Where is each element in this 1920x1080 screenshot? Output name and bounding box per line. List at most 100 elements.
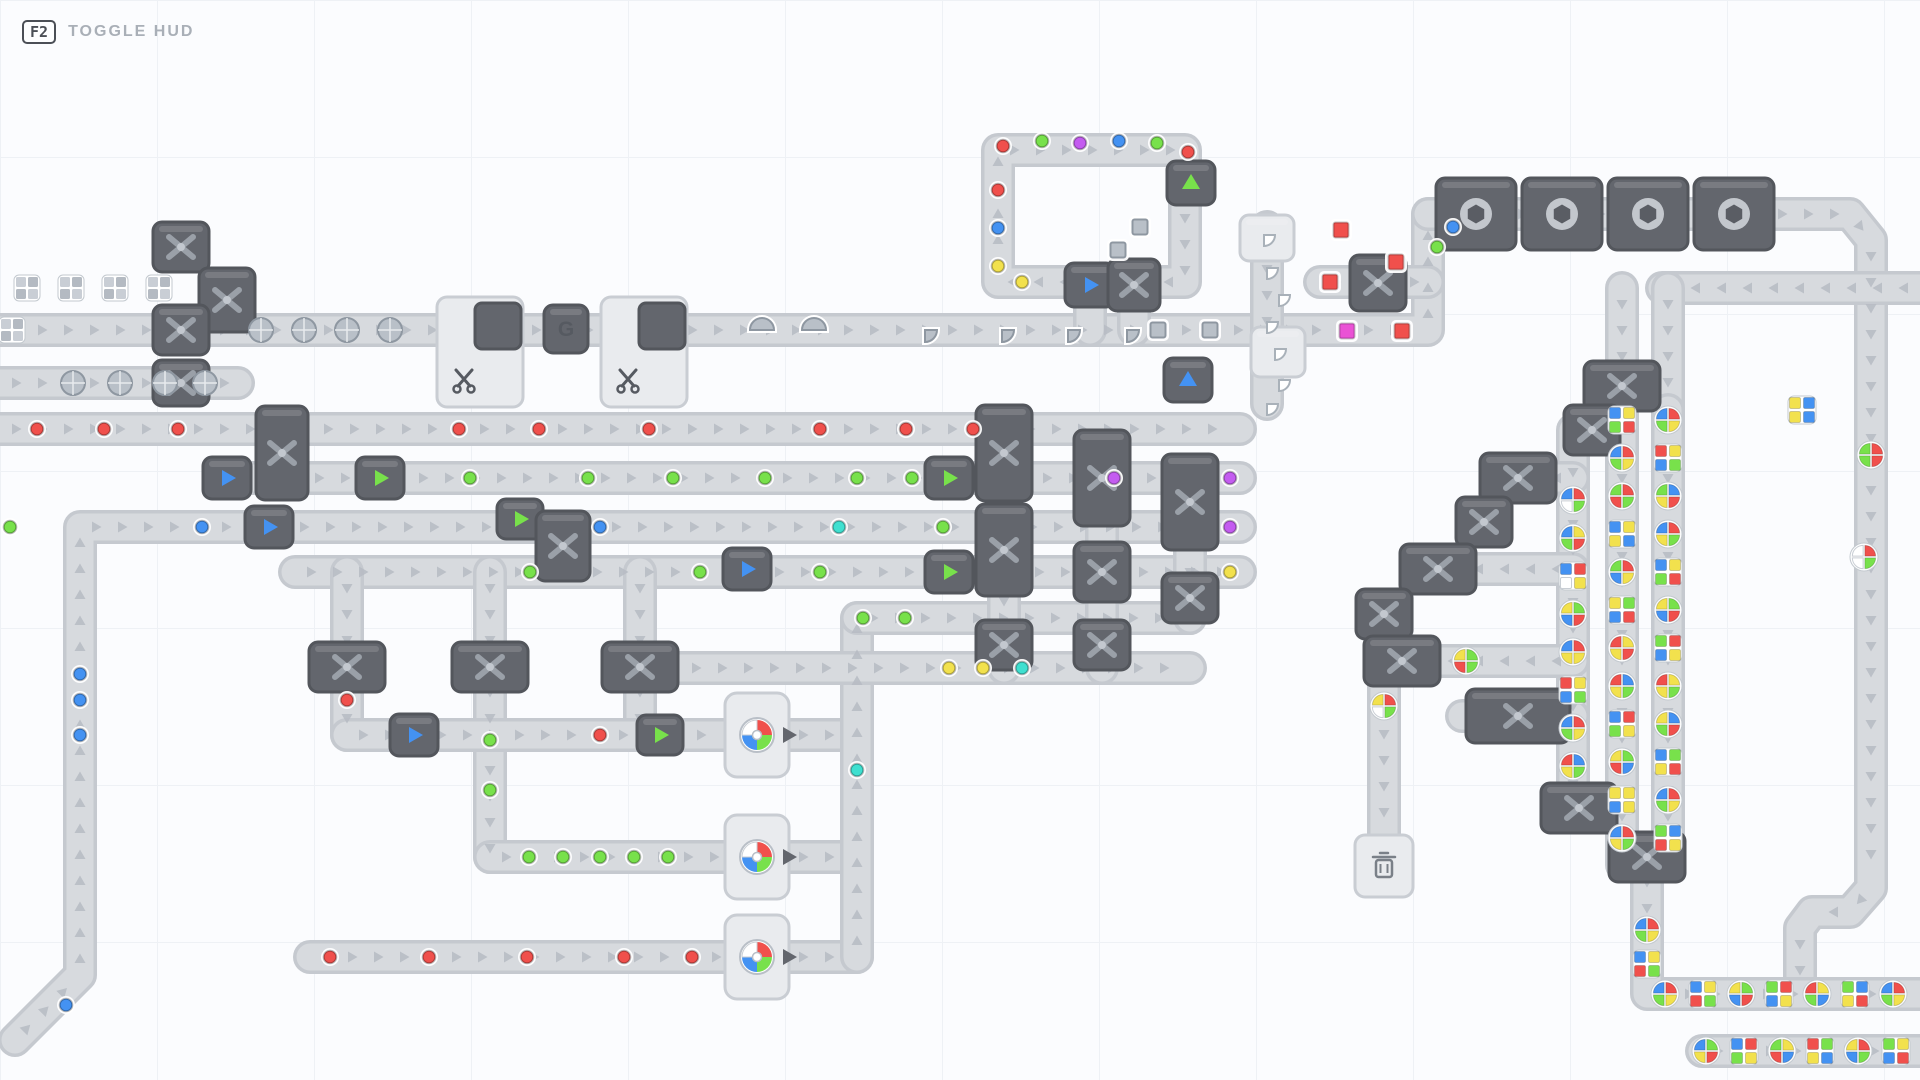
machine-balancer[interactable] [1160, 452, 1220, 552]
shape-item-s4 [1607, 595, 1637, 625]
shape-item-gem [1, 518, 19, 536]
machine-balancer[interactable] [1539, 781, 1619, 835]
belt-arrow [851, 649, 863, 659]
shape-item-c4 [1878, 979, 1908, 1009]
belt-arrow [851, 935, 863, 945]
machine-balancer[interactable] [534, 509, 592, 583]
machine-balancer[interactable] [1362, 634, 1442, 688]
belt-arrow [1865, 616, 1877, 626]
belt-arrow [974, 324, 984, 336]
machine-balancer[interactable] [974, 403, 1034, 503]
belt-arrow [170, 521, 180, 533]
machine-filter[interactable] [923, 549, 975, 595]
machine-painter[interactable] [1606, 176, 1690, 252]
machine-filter[interactable] [923, 455, 975, 501]
machine-balancer[interactable] [974, 502, 1034, 598]
belt-arrow [558, 423, 568, 435]
machine-balancer[interactable] [307, 640, 387, 694]
belt-arrow [634, 951, 644, 963]
machine-balancer[interactable] [1454, 495, 1514, 549]
machine-balancer[interactable] [151, 303, 211, 357]
shape-item-s4 [1764, 979, 1794, 1009]
belt-arrow [1129, 612, 1139, 624]
shape-item-gem [591, 726, 609, 744]
machine-balancer[interactable] [151, 220, 211, 274]
belt-arrow [1865, 772, 1877, 782]
shape-item-gem [518, 948, 536, 966]
machine-balancer[interactable] [974, 618, 1034, 672]
belt-arrow [1378, 782, 1390, 792]
belt-arrow [404, 521, 414, 533]
shape-item-gem [615, 948, 633, 966]
machine-painter[interactable] [1520, 176, 1604, 252]
machine-mixer[interactable] [723, 913, 797, 1001]
machine-balancer[interactable] [1478, 451, 1558, 505]
machine-balancer[interactable] [197, 266, 257, 334]
machine-balancer[interactable] [1464, 687, 1572, 745]
shape-item-gem [664, 469, 682, 487]
machine-balancer[interactable] [450, 640, 530, 694]
belt-arrow [1261, 291, 1273, 301]
machine-filter[interactable] [721, 546, 773, 592]
machine-rotator[interactable] [1238, 213, 1296, 263]
shape-item-cxg [60, 370, 86, 396]
machine-launcher[interactable] [1162, 356, 1214, 404]
machine-balancer[interactable] [1160, 571, 1220, 625]
machine-painter[interactable] [1434, 176, 1518, 252]
belt-arrow [1422, 230, 1434, 240]
belt-arrow [523, 472, 533, 484]
belt-arrow [1662, 352, 1674, 362]
belt-arrow [1865, 278, 1877, 288]
belt-arrow [272, 324, 282, 336]
belt-arrow [1794, 940, 1806, 950]
machine-cutter[interactable] [599, 295, 689, 409]
machine-balancer[interactable] [1398, 542, 1478, 596]
belt-arrow [1856, 893, 1868, 905]
belt-arrow [820, 521, 830, 533]
machine-balancer[interactable] [1106, 257, 1162, 313]
machine-painter[interactable] [1692, 176, 1776, 252]
machine-balancer[interactable] [1582, 359, 1662, 413]
belt-arrow [430, 521, 440, 533]
belt-arrow [766, 423, 776, 435]
belt-arrow [1140, 144, 1150, 156]
machine-filter[interactable] [635, 713, 685, 757]
machine-filter[interactable] [388, 712, 440, 758]
machine-balancer[interactable] [1072, 540, 1132, 604]
machine-balancer[interactable] [1072, 618, 1132, 672]
shape-item-gem [71, 665, 89, 683]
machine-trash[interactable] [1353, 833, 1415, 899]
belt-arrow [783, 472, 793, 484]
machine-mixer[interactable] [723, 813, 797, 901]
machine-balancer[interactable] [1354, 587, 1414, 641]
belt-arrow [341, 584, 353, 594]
machine-balancer[interactable] [600, 640, 680, 694]
machine-filter[interactable] [201, 455, 253, 501]
shape-item-c4 [1607, 481, 1637, 511]
machine-filter[interactable] [243, 504, 295, 550]
shape-item-gem [974, 659, 992, 677]
shape-item-s4 [1607, 785, 1637, 815]
machine-balancer[interactable] [254, 404, 310, 502]
shape-item-gem [1071, 134, 1089, 152]
belt-arrow [851, 623, 863, 633]
belt-arrow [1378, 808, 1390, 818]
belt-arrow [1163, 276, 1173, 288]
belt-arrow [220, 423, 230, 435]
machine-cutter[interactable] [435, 295, 525, 409]
shape-item-gem [71, 726, 89, 744]
machine-filter[interactable] [354, 455, 406, 501]
machine-launcher[interactable] [1165, 159, 1217, 207]
machine-marker[interactable]: G [542, 303, 590, 355]
machine-balancer[interactable] [1072, 428, 1132, 528]
belt-arrow [1033, 276, 1043, 288]
machine-mixer[interactable] [723, 691, 797, 779]
belt-arrow [714, 324, 724, 336]
machine-rotator[interactable] [1249, 325, 1307, 379]
shape-item-c4 [1558, 599, 1588, 629]
belt-arrow [1208, 423, 1218, 435]
shape-item-cxg [291, 317, 317, 343]
belt-arrow [992, 156, 1004, 166]
belt-arrow [1865, 850, 1877, 860]
